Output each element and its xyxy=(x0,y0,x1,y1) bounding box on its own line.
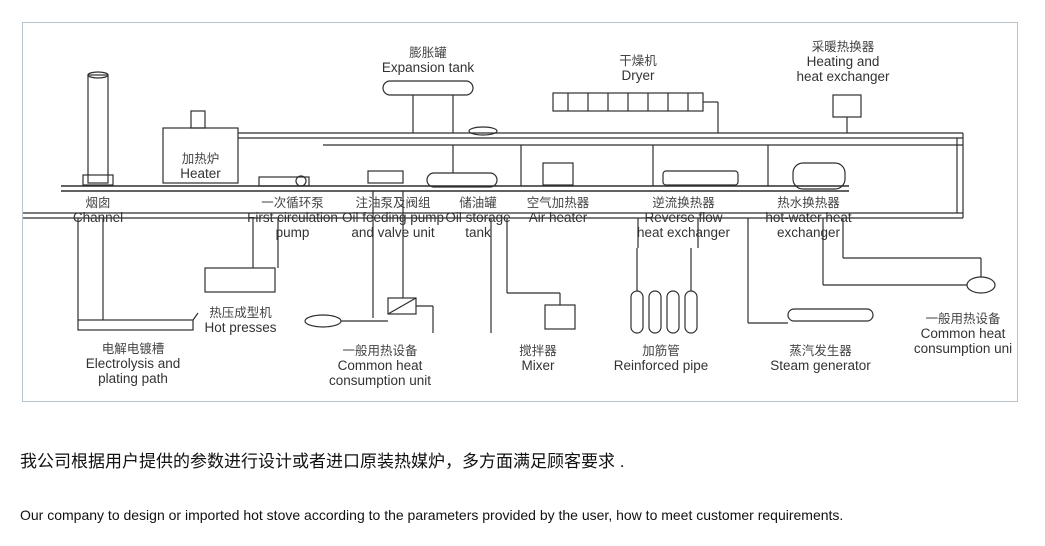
label-heating-exchanger: 采暖热换器 Heating and heat exchanger xyxy=(796,39,890,84)
reinforced-pipe-symbol xyxy=(630,248,698,334)
hot-water-exchanger-symbol xyxy=(767,145,846,190)
caption-english: Our company to design or imported hot st… xyxy=(20,507,844,523)
circulation-pump-symbol xyxy=(258,175,310,187)
expansion-tank-symbol xyxy=(382,80,498,136)
mixer-symbol xyxy=(490,218,576,333)
label-oil-storage-tank: 储油罐 Oil storage tank xyxy=(445,195,511,240)
label-electrolysis: 电解电镀槽 Electrolysis and plating path xyxy=(85,341,181,386)
heat-unit-center-symbol xyxy=(304,305,434,333)
steam-generator-symbol xyxy=(747,218,874,324)
dryer-symbol xyxy=(552,92,719,133)
caption-chinese: 我公司根据用户提供的参数进行设计或者进口原装热媒炉，多方面满足顾客要求 . xyxy=(20,452,625,471)
process-flow-diagram: 膨胀罐 Expansion tank 干燥机 Dryer 采暖热换器 Heati… xyxy=(22,22,1018,402)
label-channel: 烟囱 Channel xyxy=(72,195,124,225)
heat-unit-right-symbol xyxy=(822,218,996,294)
air-heater-symbol xyxy=(520,145,574,186)
label-dryer: 干燥机 Dryer xyxy=(619,53,657,83)
piping-schematic xyxy=(23,71,996,334)
label-heater: 加热炉 Heater xyxy=(180,151,221,181)
main-pipes xyxy=(23,132,964,219)
reverse-flow-exchanger-symbol xyxy=(637,145,739,248)
label-hot-water-exchanger: 热水换热器 hot-water heat exchanger xyxy=(765,195,852,240)
chimney xyxy=(82,71,114,186)
label-circulation-pump: 一次循环泵 First circulation pump xyxy=(247,195,338,240)
heater-box xyxy=(162,110,239,184)
label-heat-unit-right: 一般用热设备 Common heat consumption uni xyxy=(913,311,1013,356)
label-steam-generator: 蒸汽发生器 Steam generator xyxy=(770,343,871,373)
label-air-heater: 空气加热器 Air heater xyxy=(526,195,590,225)
oil-storage-tank-symbol xyxy=(426,145,498,188)
label-reverse-flow-exchanger: 逆流换热器 Reverse flow heat exchanger xyxy=(636,195,731,240)
label-mixer: 搅拌器 Mixer xyxy=(519,343,557,373)
label-hot-presses: 热压成型机 Hot presses xyxy=(204,305,277,335)
label-heat-unit-center: 一般用热设备 Common heat consumption unit xyxy=(328,343,432,388)
label-expansion-tank: 膨胀罐 Expansion tank xyxy=(381,45,475,75)
electrolysis-tank-symbol xyxy=(77,218,199,331)
hot-presses-symbol xyxy=(204,218,279,293)
heating-exchanger-symbol xyxy=(832,94,862,133)
label-oil-feeding-pump: 注油泵及阀组 Oil feeding pump and valve unit xyxy=(341,195,445,240)
label-reinforced-pipe: 加筋管 Reinforced pipe xyxy=(613,343,709,373)
oil-pump-symbol xyxy=(367,170,417,318)
